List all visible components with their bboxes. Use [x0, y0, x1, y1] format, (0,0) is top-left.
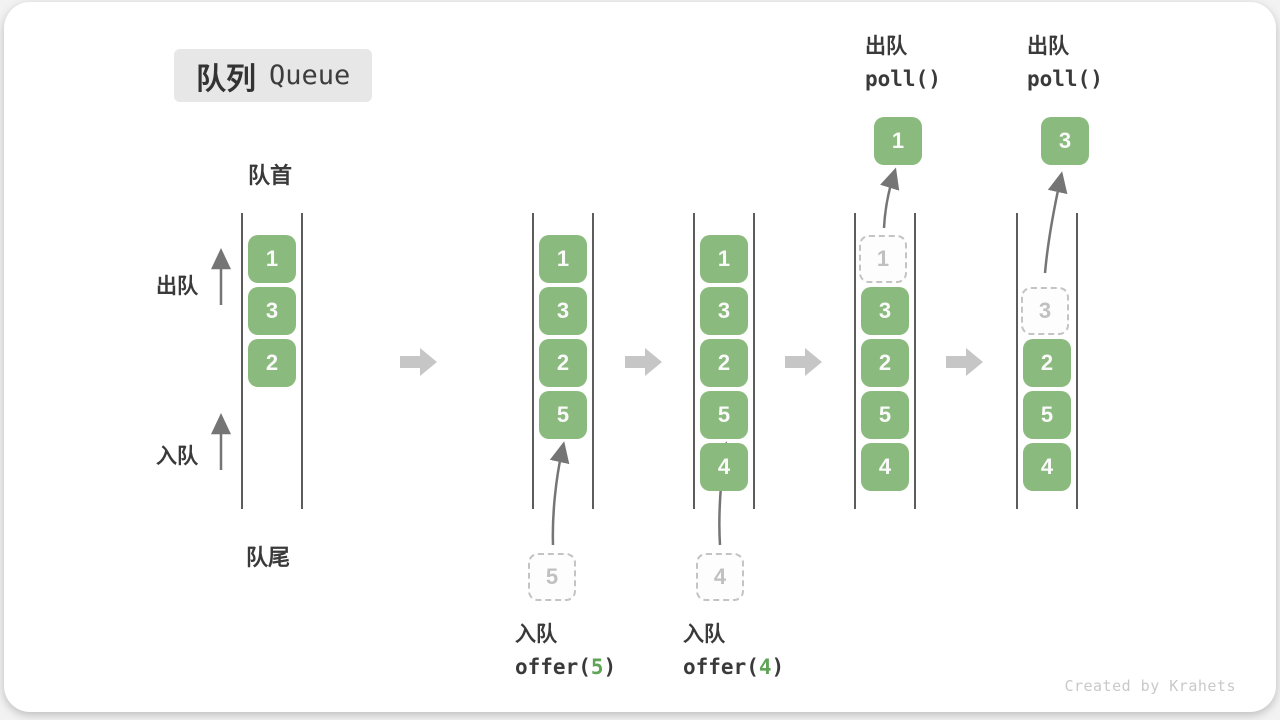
operation-caption-poll3: 出队 poll(): [1027, 30, 1103, 91]
queue-item: 5: [539, 391, 587, 439]
queue-diagram-canvas: 队列 Queue 队首 队尾 出队 入队 1 3 2: [4, 2, 1276, 712]
queue-wall-right: [592, 213, 594, 509]
queue-wall-left: [854, 213, 856, 509]
queue-item: 2: [1023, 339, 1071, 387]
queue-wall-right: [914, 213, 916, 509]
queue-item: 2: [539, 339, 587, 387]
queue-item: 4: [1023, 443, 1071, 491]
queue-item: 1: [700, 235, 748, 283]
operation-zh: 出队: [865, 35, 907, 58]
queue-item: 3: [539, 287, 587, 335]
title-english: Queue: [269, 60, 351, 91]
right-arrow-icon: [946, 348, 983, 376]
operation-code: poll(): [865, 67, 941, 91]
dequeued-item: 1: [874, 117, 922, 165]
right-arrow-icon: [400, 348, 437, 376]
queue-wall-left: [1016, 213, 1018, 509]
queue-column-5: 3 2 5 4: [1016, 213, 1078, 509]
operation-caption-offer4: 入队 offer(4): [683, 618, 784, 679]
label-enqueue: 入队: [156, 445, 198, 468]
operation-caption-poll1: 出队 poll(): [865, 30, 941, 91]
queue-item: 4: [861, 443, 909, 491]
removed-item-ghost: 1: [859, 235, 907, 283]
queue-wall-right: [1076, 213, 1078, 509]
queue-item: 4: [700, 443, 748, 491]
queue-wall-right: [301, 213, 303, 509]
queue-item: 5: [861, 391, 909, 439]
dequeued-item: 3: [1041, 117, 1089, 165]
queue-item: 3: [700, 287, 748, 335]
queue-item: 2: [861, 339, 909, 387]
title-chinese: 队列: [196, 62, 256, 96]
queue-item: 1: [248, 235, 296, 283]
operation-code: poll(): [1027, 67, 1103, 91]
operation-zh: 出队: [1027, 35, 1069, 58]
label-queue-front: 队首: [248, 163, 293, 188]
queue-wall-right: [753, 213, 755, 509]
title-badge: 队列 Queue: [174, 49, 373, 102]
right-arrow-icon: [785, 348, 822, 376]
queue-wall-left: [532, 213, 534, 509]
queue-item: 5: [700, 391, 748, 439]
removed-item-ghost: 3: [1021, 287, 1069, 335]
queue-wall-left: [241, 213, 243, 509]
incoming-item-ghost: 5: [528, 553, 576, 601]
label-dequeue: 出队: [156, 275, 198, 298]
operation-caption-offer5: 入队 offer(5): [515, 618, 616, 679]
queue-column-3: 1 3 2 5 4: [693, 213, 755, 509]
operation-zh: 入队: [683, 623, 725, 646]
queue-item: 2: [248, 339, 296, 387]
queue-item: 2: [700, 339, 748, 387]
queue-column-2: 1 3 2 5: [532, 213, 594, 509]
queue-item: 1: [539, 235, 587, 283]
queue-item: 3: [861, 287, 909, 335]
operation-zh: 入队: [515, 623, 557, 646]
right-arrow-icon: [625, 348, 662, 376]
queue-item: 3: [248, 287, 296, 335]
incoming-item-ghost: 4: [696, 553, 744, 601]
queue-column-1: 1 3 2: [241, 213, 303, 509]
watermark-credit: Created by Krahets: [1064, 677, 1236, 695]
queue-column-4: 1 3 2 5 4: [854, 213, 916, 509]
operation-code: offer(4): [683, 655, 785, 679]
queue-wall-left: [693, 213, 695, 509]
operation-code: offer(5): [515, 655, 617, 679]
label-queue-rear: 队尾: [246, 545, 291, 570]
queue-item: 5: [1023, 391, 1071, 439]
